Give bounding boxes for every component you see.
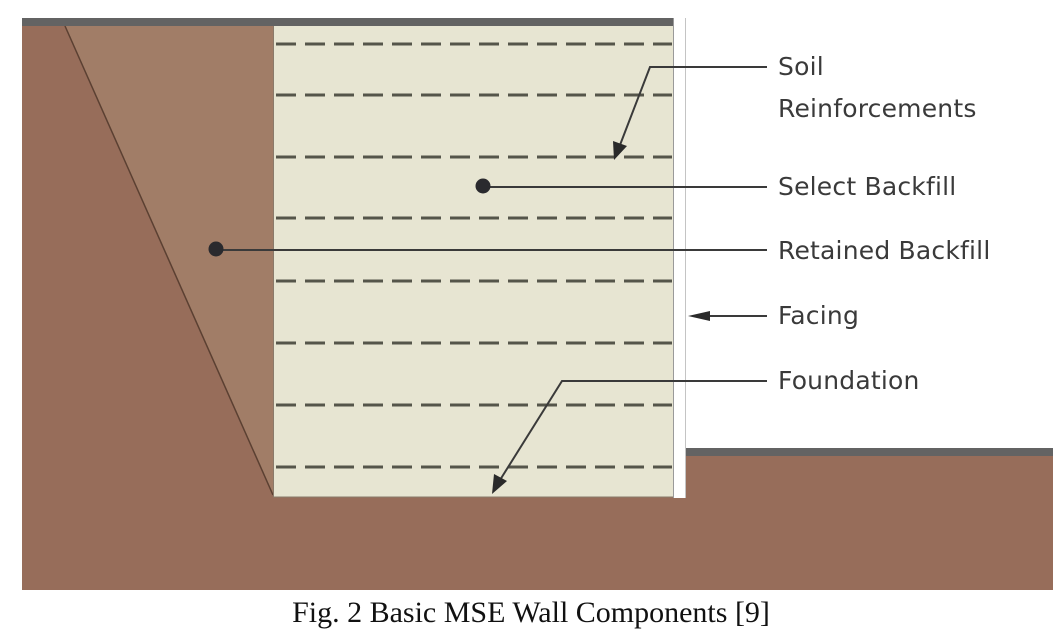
dot-marker-retained-backfill-icon bbox=[208, 241, 224, 257]
label-select-backfill: Select Backfill bbox=[778, 172, 957, 201]
arrowhead-soil-reinforcements-icon bbox=[613, 141, 627, 160]
label-soil-reinforcements-line2: Reinforcements bbox=[778, 94, 977, 123]
top-grade-line bbox=[22, 18, 673, 26]
leader-soil-reinforcements bbox=[619, 66, 767, 146]
arrowhead-facing-icon bbox=[688, 311, 710, 321]
toe-grade-line bbox=[686, 448, 1053, 456]
dot-marker-select-backfill-icon bbox=[475, 178, 491, 194]
select-backfill-zone bbox=[273, 26, 673, 497]
leader-foundation bbox=[499, 380, 767, 481]
facing-panel bbox=[673, 18, 685, 498]
label-foundation: Foundation bbox=[778, 366, 920, 395]
label-soil-reinforcements-line1: Soil bbox=[778, 52, 824, 81]
soil-reinforcements bbox=[276, 42, 672, 469]
label-facing: Facing bbox=[778, 301, 860, 330]
excavation-slope-line bbox=[64, 25, 274, 496]
figure-caption: Fig. 2 Basic MSE Wall Components [9] bbox=[292, 596, 770, 629]
arrowhead-foundation-icon bbox=[492, 474, 507, 494]
label-retained-backfill: Retained Backfill bbox=[778, 236, 991, 265]
